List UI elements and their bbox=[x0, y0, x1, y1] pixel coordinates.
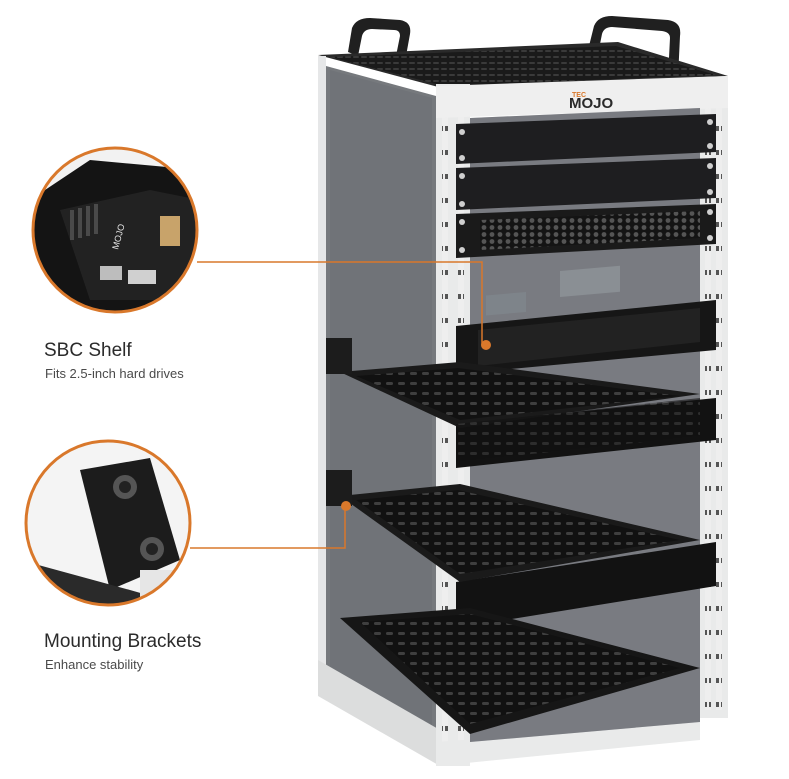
top-front-beam bbox=[436, 76, 728, 118]
brand-logo: TEC MOJO bbox=[569, 92, 614, 112]
sbc-shelf bbox=[456, 265, 716, 374]
blank-panel-2 bbox=[456, 158, 716, 210]
sbc-board-closeup: MOJO bbox=[31, 146, 199, 314]
left-handle-icon bbox=[348, 18, 411, 56]
vented-shelf-1 bbox=[340, 362, 716, 468]
bracket-screws-closeup bbox=[24, 439, 192, 607]
floor-panel bbox=[340, 608, 700, 734]
sbc-shelf-subtitle: Fits 2.5-inch hard drives bbox=[45, 366, 184, 381]
sbc-marker bbox=[481, 340, 491, 350]
callout-lines bbox=[190, 261, 483, 549]
svg-text:TEC: TEC bbox=[572, 92, 586, 99]
bracket-marker bbox=[341, 501, 351, 511]
sbc-shelf-title: SBC Shelf bbox=[44, 340, 132, 361]
blank-panel-1 bbox=[456, 114, 716, 164]
left-rear-post bbox=[318, 56, 326, 666]
svg-text:MOJO: MOJO bbox=[569, 95, 614, 112]
vented-shelf-2 bbox=[340, 484, 716, 628]
rack-cabinet: TEC MOJO bbox=[318, 16, 728, 766]
mounting-brackets-title: Mounting Brackets bbox=[44, 631, 202, 652]
mounting-brackets-subtitle: Enhance stability bbox=[45, 657, 144, 672]
rear-mounting-brackets bbox=[326, 338, 352, 506]
